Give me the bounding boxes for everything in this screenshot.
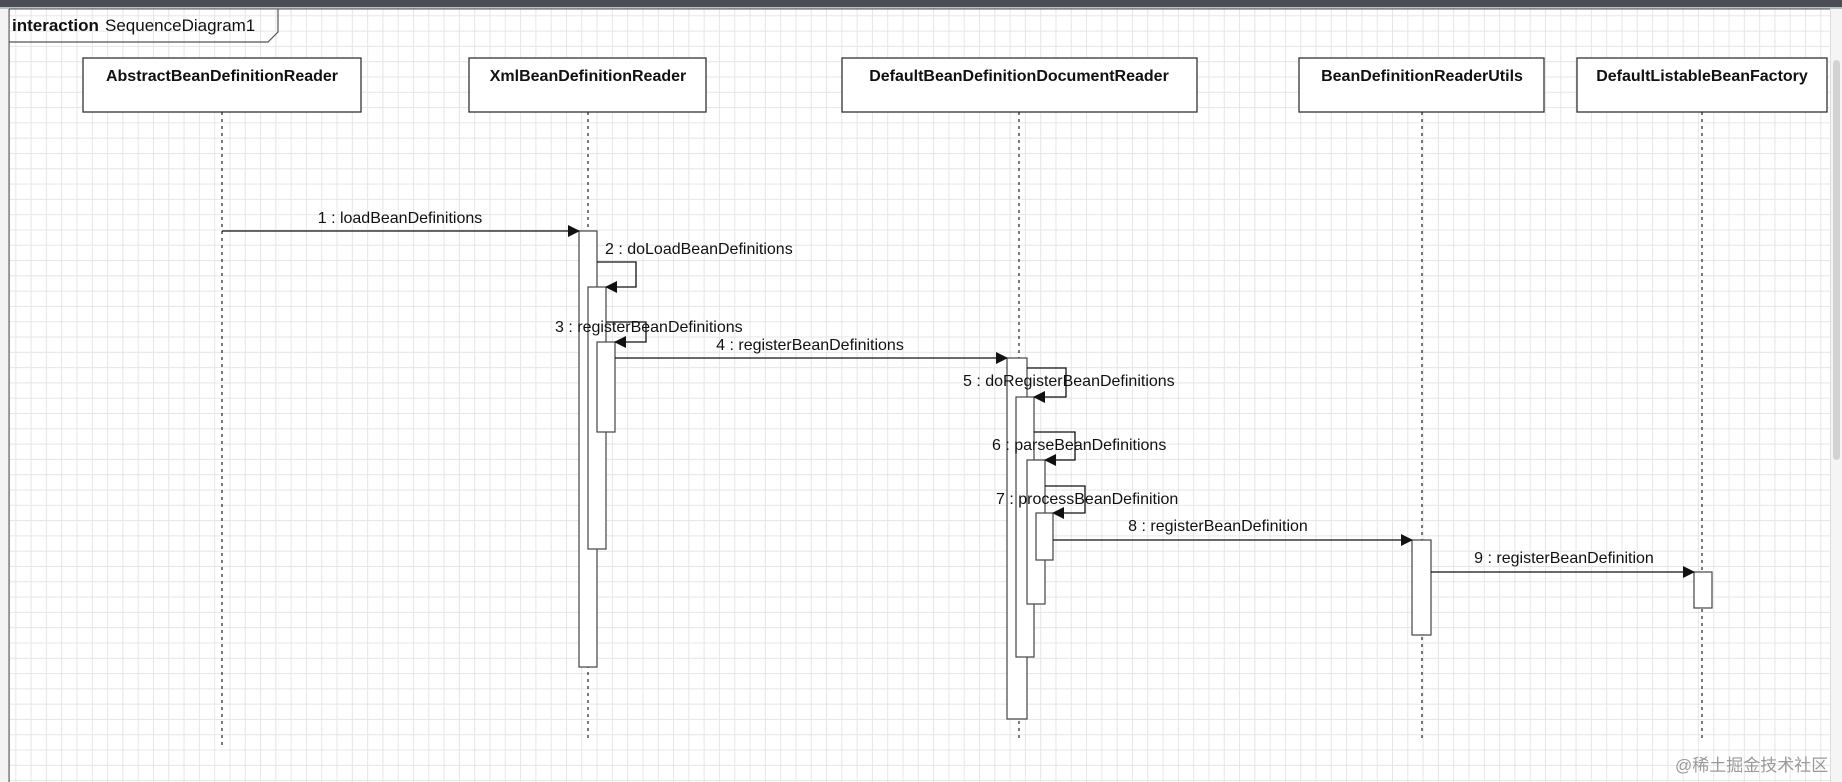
- activation-bars: [578, 230, 1713, 720]
- message-6[interactable]: 6 : parseBeanDefinitions: [992, 431, 1166, 466]
- interaction-frame: interaction SequenceDiagram1: [8, 8, 1830, 782]
- lifeline-head[interactable]: [82, 57, 362, 113]
- lifeline-head[interactable]: [1576, 57, 1828, 113]
- message-label: 2 : doLoadBeanDefinitions: [605, 241, 793, 258]
- lifeline-default-bean-definition-document-reader[interactable]: DefaultBeanDefinitionDocumentReader: [841, 57, 1198, 742]
- frame-keyword: interaction: [12, 16, 99, 35]
- lifeline-label: DefaultBeanDefinitionDocumentReader: [869, 68, 1169, 85]
- lifeline-head[interactable]: [841, 57, 1198, 113]
- message-9[interactable]: 9 : registerBeanDefinition: [1431, 550, 1695, 578]
- lifeline-default-listable-bean-factory[interactable]: DefaultListableBeanFactory: [1576, 57, 1828, 742]
- watermark-text: @稀土掘金技术社区: [1675, 756, 1828, 775]
- message-1[interactable]: 1 : loadBeanDefinitions: [222, 210, 580, 237]
- lifeline-bean-definition-reader-utils[interactable]: BeanDefinitionReaderUtils: [1298, 57, 1545, 742]
- lifeline-head[interactable]: [468, 57, 707, 113]
- message-arrow[interactable]: [597, 261, 637, 293]
- scrollbar-thumb[interactable]: [1833, 60, 1840, 460]
- lifeline-label: DefaultListableBeanFactory: [1596, 68, 1808, 85]
- message-arrow[interactable]: [606, 321, 647, 348]
- activation-bar[interactable]: [1693, 571, 1713, 609]
- window-top-bar: [0, 0, 1842, 7]
- message-label: 5 : doRegisterBeanDefinitions: [963, 373, 1175, 390]
- message-label: 7 : processBeanDefinition: [996, 491, 1178, 508]
- message-label: 9 : registerBeanDefinition: [1474, 550, 1654, 567]
- lifeline-label: BeanDefinitionReaderUtils: [1321, 68, 1523, 85]
- message-label: 4 : registerBeanDefinitions: [716, 337, 904, 354]
- message-label: 3 : registerBeanDefinitions: [555, 319, 743, 336]
- window-top-border: [0, 7, 1842, 9]
- activation-bar[interactable]: [1035, 512, 1054, 561]
- activation-bar[interactable]: [596, 341, 616, 433]
- message-7[interactable]: 7 : processBeanDefinition: [996, 485, 1178, 519]
- lifeline-head[interactable]: [1298, 57, 1545, 113]
- message-label: 8 : registerBeanDefinition: [1128, 518, 1308, 535]
- frame-name: SequenceDiagram1: [105, 16, 255, 35]
- lifeline-abstract-bean-definition-reader[interactable]: AbstractBeanDefinitionReader: [82, 57, 362, 748]
- message-arrow[interactable]: [1034, 431, 1076, 466]
- frame-title-tab: [9, 9, 279, 43]
- message-2[interactable]: 2 : doLoadBeanDefinitions: [597, 241, 793, 293]
- message-label: 6 : parseBeanDefinitions: [992, 437, 1166, 454]
- activation-bar[interactable]: [1411, 539, 1432, 636]
- message-label: 1 : loadBeanDefinitions: [318, 210, 483, 227]
- lifeline-label: AbstractBeanDefinitionReader: [106, 68, 338, 85]
- message-4[interactable]: 4 : registerBeanDefinitions: [615, 337, 1008, 364]
- message-arrow[interactable]: [1027, 367, 1067, 403]
- lifeline-label: XmlBeanDefinitionReader: [490, 68, 686, 85]
- message-arrow[interactable]: [1045, 485, 1086, 519]
- message-5[interactable]: 5 : doRegisterBeanDefinitions: [963, 367, 1175, 403]
- message-8[interactable]: 8 : registerBeanDefinition: [1053, 518, 1413, 546]
- message-3[interactable]: 3 : registerBeanDefinitions: [555, 319, 743, 348]
